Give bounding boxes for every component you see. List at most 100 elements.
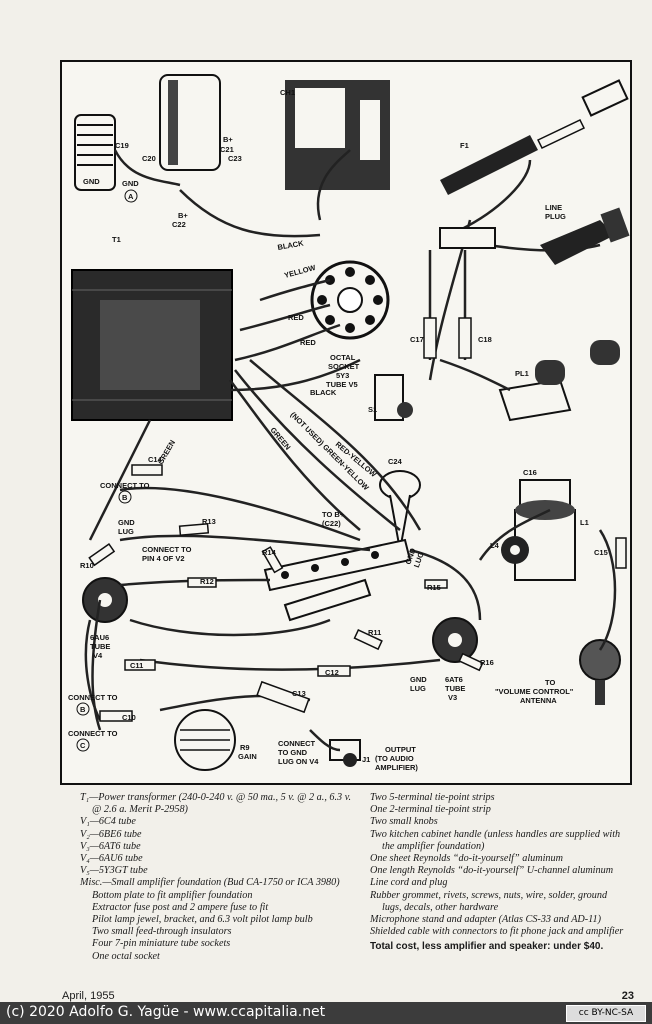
resistor-r14	[261, 546, 284, 574]
label-black-2: BLACK	[310, 388, 337, 397]
parts-item: V₄—6AU6 tube	[80, 853, 143, 865]
label-l4: L4	[490, 541, 500, 550]
capacitor-c17	[423, 317, 437, 359]
resistor-r10	[88, 542, 116, 567]
label-r12: R12	[200, 577, 214, 586]
label-gnd: GND	[122, 179, 139, 188]
parts-item: Bottom plate to fit amplifier foundation	[92, 889, 253, 901]
parts-item: Misc.—Small amplifier foundation (Bud CA…	[80, 877, 340, 889]
label-t1: T1	[112, 235, 121, 244]
resistor-r13	[178, 522, 210, 537]
label-to-b-plus: TO B+(C22)	[322, 510, 345, 528]
parts-item: Rubber grommet, rivets, screws, nuts, wi…	[370, 889, 608, 913]
parts-item: V₅—5Y3GT tube	[80, 865, 148, 877]
credit-text: (c) 2020 Adolfo G. Yagüe - www.ccapitali…	[6, 1004, 326, 1020]
parts-list-right: Two 5-terminal tie-point strips One 2-te…	[370, 792, 626, 954]
label-c17: C17	[410, 335, 424, 344]
resistor-r12	[187, 577, 217, 588]
parts-item: Pilot lamp jewel, bracket, and 6.3 volt …	[92, 914, 313, 926]
coil-l4	[501, 536, 529, 564]
line-plug	[540, 207, 630, 265]
label-r10: R10	[80, 561, 94, 570]
label-c13: C13	[292, 689, 306, 698]
switch-s1	[374, 374, 413, 421]
footer-date: April, 1955	[62, 990, 115, 1002]
capacitor-c24	[379, 470, 421, 551]
label-r15: R15	[427, 583, 441, 592]
volume-control-pot	[579, 639, 621, 705]
parts-item: One 2-terminal tie-point strip	[370, 804, 491, 816]
parts-list-left: T₁—Power transformer (240-0-240 v. @ 50 …	[80, 792, 362, 963]
label-r16: R16	[480, 658, 494, 667]
parts-item: T₁—Power transformer (240-0-240 v. @ 50 …	[80, 792, 352, 816]
label-connect-to-c: CONNECT TO	[68, 729, 118, 738]
label-c15: C15	[594, 548, 608, 557]
label-c18: C18	[478, 335, 492, 344]
total-cost: Total cost, less amplifier and speaker: …	[370, 941, 604, 953]
label-b-plus: B+	[223, 135, 233, 144]
label-c20: C20	[142, 154, 156, 163]
label-black: BLACK	[277, 238, 305, 252]
label-b-2: B	[80, 705, 86, 714]
credit-bar	[0, 1002, 652, 1024]
parts-item: Extractor fuse post and 2 ampere fuse to…	[92, 901, 269, 913]
parts-item: Line cord and plug	[370, 877, 448, 889]
label-connect-b: CONNECT TO	[100, 481, 150, 490]
resistor-r15	[424, 579, 448, 589]
label-r14: R14	[262, 548, 277, 557]
label-r13: R13	[202, 517, 216, 526]
octal-socket	[310, 260, 390, 340]
parts-item: One octal socket	[92, 950, 160, 962]
label-j1: J1	[362, 755, 370, 764]
capacitor-c15	[615, 537, 627, 569]
label-gnd-can: GND	[83, 177, 100, 186]
label-pl1: PL1	[515, 369, 529, 378]
power-transformer	[71, 269, 233, 421]
label-r11: R11	[368, 628, 381, 637]
label-b: B	[122, 493, 128, 502]
capacitor-c18	[458, 317, 472, 359]
parts-item: One length Reynolds “do-it-yourself” U-c…	[370, 865, 614, 877]
label-red-2: RED	[300, 338, 316, 347]
label-c24: C24	[388, 457, 403, 466]
output-jack-j1	[329, 739, 361, 767]
label-c10: C10	[122, 713, 136, 722]
capacitor-c11	[124, 659, 156, 671]
tie-point-strip-lower	[283, 578, 372, 622]
choke-ch1	[285, 80, 390, 190]
capacitor-c12	[317, 665, 351, 677]
parts-item: Two small feed-through insulators	[92, 926, 232, 938]
label-not-used: (NOT USED) GREEN-YELLOW	[289, 410, 372, 493]
label-to-volume-control: TO"VOLUME CONTROL"ANTENNA	[495, 678, 574, 705]
tube-socket-v3	[432, 617, 478, 663]
capacitor-can-c20	[159, 74, 221, 171]
parts-item: Four 7-pin miniature tube sockets	[92, 938, 231, 950]
parts-item: Microphone stand and adapter (Atlas CS-3…	[370, 914, 601, 926]
capacitor-c13	[256, 680, 310, 714]
resistor-r11	[353, 628, 383, 651]
label-connect-to-b: CONNECT TO	[68, 693, 118, 702]
label-c11: C11	[130, 661, 143, 670]
label-c14: C14	[148, 455, 163, 464]
capacitor-c14	[131, 464, 163, 476]
capacitor-c19	[74, 114, 116, 191]
label-a: A	[128, 192, 134, 201]
parts-item: Two small knobs	[370, 816, 438, 828]
label-ch1: CH1	[280, 88, 295, 97]
resistor-r16	[458, 652, 484, 672]
parts-item: One sheet Reynolds “do-it-yourself” alum…	[370, 853, 563, 865]
label-c23: C23	[228, 154, 242, 163]
tube-socket-v4	[82, 577, 128, 623]
label-l1: L1	[580, 518, 589, 527]
